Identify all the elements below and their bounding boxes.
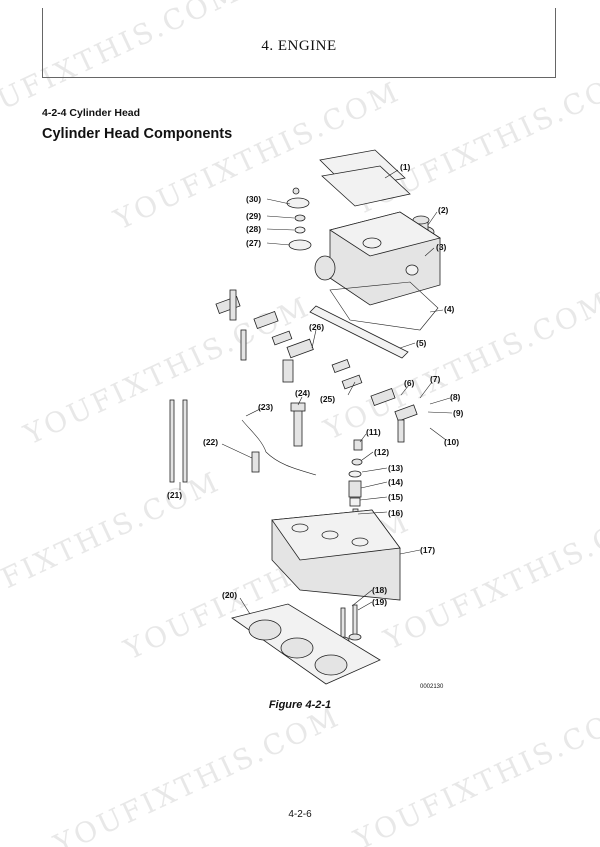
rocker-arm-assemblies xyxy=(215,289,418,443)
callout-labels: (1) (2) (3) (4) (5) (6) (7) (8) (9) (10)… xyxy=(167,162,464,690)
callout-leaders xyxy=(179,169,453,615)
part-1-cover-plate xyxy=(319,149,411,207)
part-4-cover-gasket xyxy=(329,281,439,331)
figure-caption: Figure 4-2-1 xyxy=(268,699,332,711)
callout-7: (7) xyxy=(430,374,441,384)
part-22-glow-plug xyxy=(251,451,260,473)
part-24-injector xyxy=(290,402,306,447)
callout-18: (18) xyxy=(372,585,387,595)
part-21-push-rods xyxy=(169,399,188,483)
callout-9: (9) xyxy=(453,408,464,418)
callout-17: (17) xyxy=(420,545,435,555)
part-3-valve-cover xyxy=(314,211,441,306)
page-header: 4. ENGINE xyxy=(42,8,556,78)
section-heading: Cylinder Head Components xyxy=(42,126,233,142)
callout-5: (5) xyxy=(416,338,427,348)
callout-26: (26) xyxy=(309,322,324,332)
part-20-head-gasket xyxy=(231,603,381,685)
parts-11-16-valve-train xyxy=(348,439,363,522)
part-27-30-retainer-stack xyxy=(286,187,312,251)
callout-3: (3) xyxy=(436,242,447,252)
part-17-cylinder-head xyxy=(271,509,401,601)
callout-11: (11) xyxy=(366,427,381,437)
callout-28: (28) xyxy=(246,224,261,234)
callout-29: (29) xyxy=(246,211,261,221)
callout-4: (4) xyxy=(444,304,455,314)
callout-2: (2) xyxy=(438,205,449,215)
callout-19: (19) xyxy=(372,597,387,607)
callout-14: (14) xyxy=(388,477,403,487)
callout-20: (20) xyxy=(222,590,237,600)
chapter-title: 4. ENGINE xyxy=(261,38,337,54)
callout-1: (1) xyxy=(400,162,411,172)
callout-24: (24) xyxy=(295,388,310,398)
figure-code: 0002130 xyxy=(420,684,444,690)
callout-27: (27) xyxy=(246,238,261,248)
part-5-rocker-shaft xyxy=(309,305,409,359)
callout-8: (8) xyxy=(450,392,461,402)
callout-10: (10) xyxy=(444,437,459,447)
callout-16: (16) xyxy=(388,508,403,518)
callout-23: (23) xyxy=(258,402,273,412)
callout-22: (22) xyxy=(203,437,218,447)
callout-30: (30) xyxy=(246,194,261,204)
section-number-title: 4-2-4 Cylinder Head xyxy=(42,107,141,119)
page-number: 4-2-6 xyxy=(288,809,312,820)
callout-21: (21) xyxy=(167,490,182,500)
callout-15: (15) xyxy=(388,492,403,502)
rocker-springs xyxy=(271,330,363,390)
callout-25: (25) xyxy=(320,394,335,404)
part-23-glow-wire xyxy=(241,419,317,476)
callout-6: (6) xyxy=(404,378,415,388)
callout-12: (12) xyxy=(374,447,389,457)
callout-13: (13) xyxy=(388,463,403,473)
